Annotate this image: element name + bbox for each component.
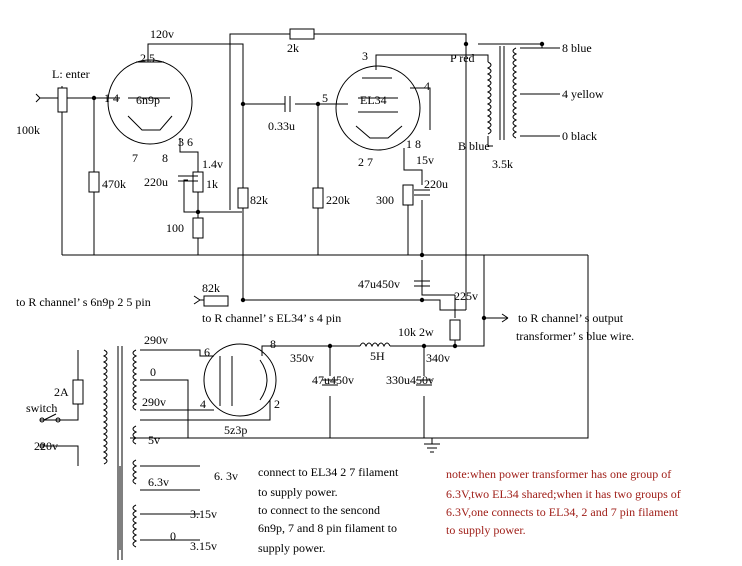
- to-r-el34: to R channel’ s EL34’ s 4 pin: [202, 311, 341, 325]
- conn-line-4: 6n9p, 7 and 8 pin filament to: [258, 521, 397, 535]
- pin-7-6n9p: 7: [132, 151, 138, 165]
- capacitors: [178, 96, 432, 386]
- resistor-2k-label: 2k: [287, 41, 299, 55]
- switch-icon: [39, 413, 61, 449]
- resistors: [57, 28, 461, 405]
- to-r-6n9p: to R channel’ s 6n9p 2 5 pin: [16, 295, 151, 309]
- cap-330u450v: 330u450v: [386, 373, 434, 387]
- resistor-300: 300: [376, 193, 394, 207]
- pin-5-el34: 5: [322, 91, 328, 105]
- voltage-3-15v-b: 3.15v: [190, 539, 217, 553]
- primary-b-blue: B blue: [458, 139, 490, 153]
- pin-2-5z3p: 2: [274, 397, 280, 411]
- pin-2-5: 2 5: [140, 51, 155, 65]
- voltage-340v: 340v: [426, 351, 450, 365]
- resistor-220k: 220k: [326, 193, 350, 207]
- voltage-290v-a: 290v: [144, 333, 168, 347]
- ground-icon: [424, 438, 440, 453]
- pin-6-5z3p: 6: [204, 345, 210, 359]
- to-r-output-2: transformer’ s blue wire.: [516, 329, 634, 343]
- pin-3-6: 3 6: [178, 135, 193, 149]
- pin-4-5z3p: 4: [200, 397, 206, 411]
- pin-2-7-el34: 2 7: [358, 155, 373, 169]
- conn-line-3: to connect to the sencond: [258, 503, 380, 517]
- conn-line-2: to supply power.: [258, 485, 338, 499]
- pin-4-el34: 4: [424, 79, 430, 93]
- resistor-100: 100: [166, 221, 184, 235]
- fuse-2a: 2A: [54, 385, 69, 399]
- voltage-3-15v-a: 3.15v: [190, 507, 217, 521]
- choke-5h-label: 5H: [370, 349, 385, 363]
- note-line-1: note:when power transformer has one grou…: [446, 467, 671, 481]
- conn-line-5: supply power.: [258, 541, 325, 555]
- voltage-15v: 15v: [416, 153, 434, 167]
- resistor-82k-b: 82k: [202, 281, 220, 295]
- tap-0-black: 0 black: [562, 129, 597, 143]
- resistor-470k: 470k: [102, 177, 126, 191]
- resistor-10k-2w: 10k 2w: [398, 325, 434, 339]
- pin-1-4: 1 4: [104, 91, 119, 105]
- tube-5z3p: [203, 343, 277, 417]
- tap-0-b: 0: [170, 529, 176, 543]
- tube-label-5z3p: 5z3p: [224, 423, 247, 437]
- resistor-1k: 1k: [206, 177, 218, 191]
- mains-220v: 220v: [34, 439, 58, 453]
- tap-4-yellow: 4 yellow: [562, 87, 604, 101]
- primary-p-red: P red: [450, 51, 475, 65]
- note-line-3: 6.3V,one connects to EL34, 2 and 7 pin f…: [446, 505, 679, 519]
- switch-label: switch: [26, 401, 57, 415]
- cap-47u450v-top: 47u450v: [358, 277, 400, 291]
- arrow-right-icon: [501, 313, 509, 323]
- cap-220u-b: 220u: [424, 177, 448, 191]
- resistor-82k: 82k: [250, 193, 268, 207]
- tube-label-6n9p: 6n9p: [136, 93, 160, 107]
- power-transformer: [102, 346, 138, 560]
- tube-el34: [335, 65, 421, 151]
- pin-8-6n9p: 8: [162, 151, 168, 165]
- cap-220u-a: 220u: [144, 175, 168, 189]
- input-arrow-icon: [35, 93, 41, 103]
- note-line-4: to supply power.: [446, 523, 526, 537]
- pot-label-100k: 100k: [16, 123, 40, 137]
- tube-label-el34: EL34: [360, 93, 387, 107]
- input-label: L: enter: [52, 67, 90, 81]
- note-line-2: 6.3V,two EL34 shared;when it has two gro…: [446, 487, 681, 501]
- pin-3-el34: 3: [362, 49, 368, 63]
- voltage-6-3v-a: 6.3v: [148, 475, 169, 489]
- choke-5h: [359, 342, 391, 348]
- pin-1-8-el34: 1 8: [406, 137, 421, 151]
- voltage-6-3v-b: 6. 3v: [214, 469, 238, 483]
- cap-47u450v-b: 47u450v: [312, 373, 354, 387]
- voltage-1-4v: 1.4v: [202, 157, 223, 171]
- voltage-5v: 5v: [148, 433, 160, 447]
- pin-8-5z3p: 8: [270, 337, 276, 351]
- tube-6n9p: [107, 59, 193, 145]
- voltage-290v-b: 290v: [142, 395, 166, 409]
- voltage-225v: 225v: [454, 289, 478, 303]
- labels: 120v 2k 8 blue 4 yellow 0 black P red B …: [16, 27, 681, 555]
- conn-line-1: connect to EL34 2 7 filament: [258, 465, 399, 479]
- tap-8-blue: 8 blue: [562, 41, 592, 55]
- junction-dots: [91, 41, 545, 349]
- voltage-350v: 350v: [290, 351, 314, 365]
- cap-0-33u: 0.33u: [268, 119, 295, 133]
- to-r-output-1: to R channel’ s output: [518, 311, 624, 325]
- output-transformer: [486, 46, 518, 140]
- tap-0: 0: [150, 365, 156, 379]
- voltage-120v: 120v: [150, 27, 174, 41]
- impedance-3-5k: 3.5k: [492, 157, 513, 171]
- arrow-left-icon: [193, 295, 201, 305]
